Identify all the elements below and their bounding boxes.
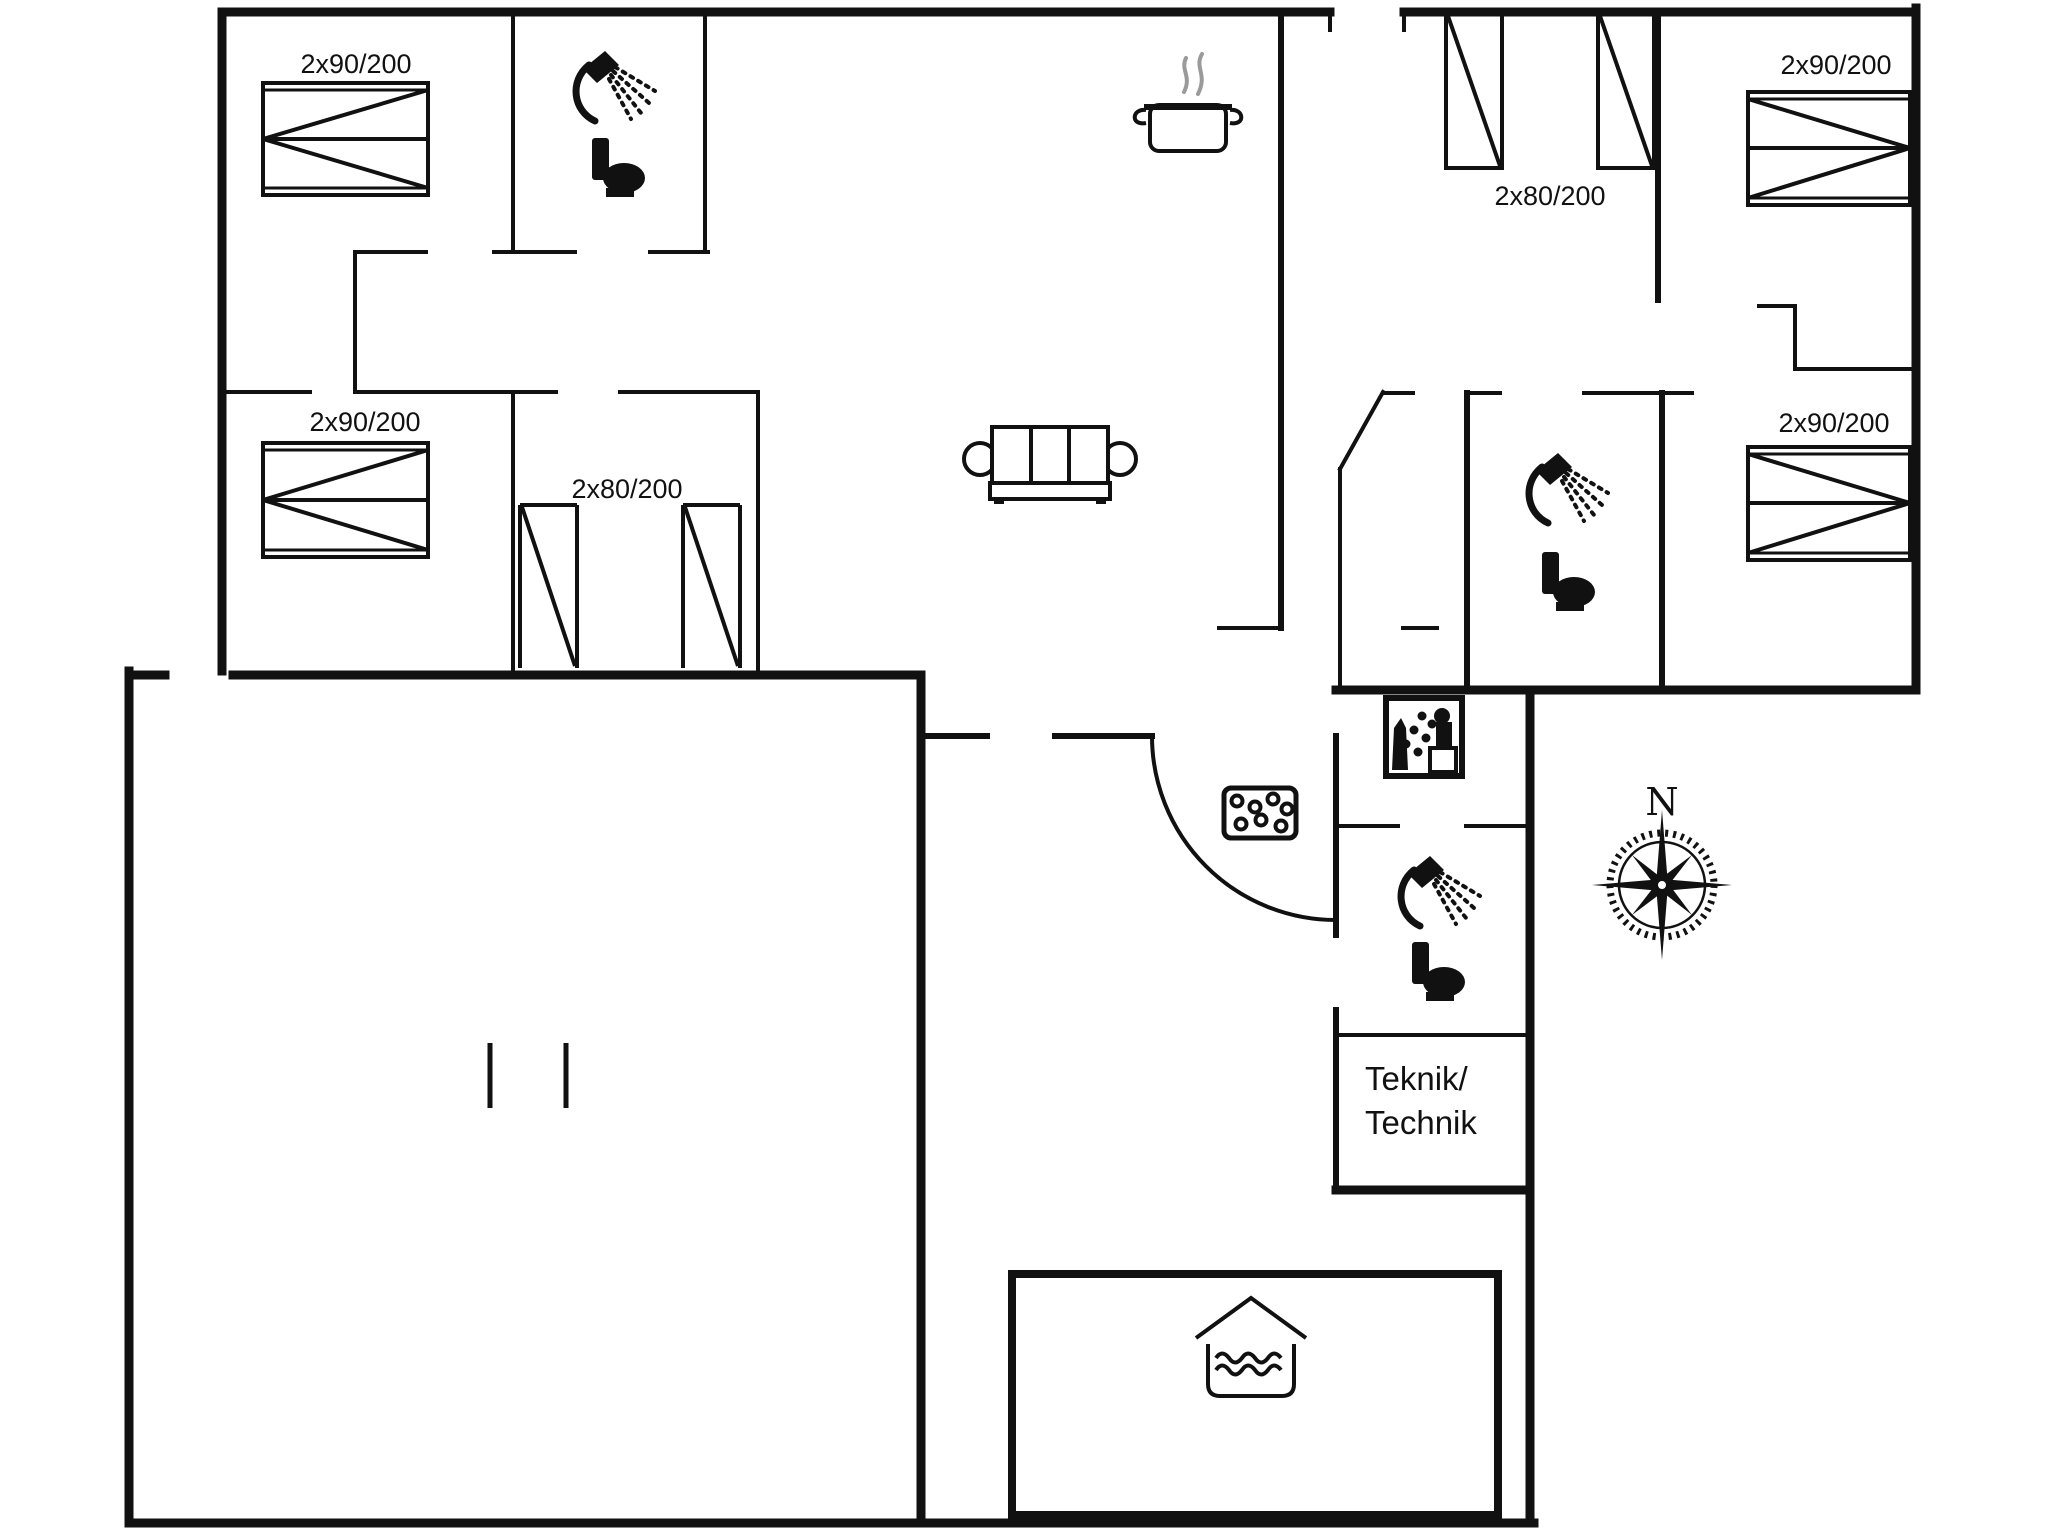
cooking-pot-icon [1132, 52, 1244, 153]
shower-icon-bath2 [1529, 453, 1608, 523]
shower-icon-bath3 [1401, 856, 1480, 926]
bed-size-label-right: 2x90/200 [1778, 408, 1889, 438]
pool-room-outline [1008, 1270, 1502, 1519]
bed-right-icon [1746, 445, 1912, 562]
bed-size-label-mid-left: 2x90/200 [309, 407, 420, 437]
bed-size-label-top-right: 2x90/200 [1780, 50, 1891, 80]
wardrobe-left-2-icon [681, 503, 742, 670]
wardrobe-size-label-entry: 2x80/200 [1494, 181, 1605, 211]
technical-room-label-line1: Teknik/ [1365, 1060, 1469, 1097]
compass-rose-icon [1592, 810, 1732, 960]
bed-mid-left-icon [261, 441, 430, 559]
door-swing-arc-icon [1150, 735, 1337, 922]
wall-bedrooms-right-divider [1757, 304, 1918, 371]
wardrobe-size-label-left: 2x80/200 [571, 474, 682, 504]
wardrobe-entry-2-icon [1596, 12, 1656, 172]
wall-vestibule-angled [1337, 389, 1386, 692]
wardrobe-entry-1-icon [1444, 12, 1504, 172]
technical-room-label-line2: Technik [1365, 1104, 1477, 1141]
hob-icon [1221, 785, 1299, 841]
washing-machine-icon [1383, 695, 1465, 779]
indoor-pool-icon [1194, 1295, 1308, 1398]
sofa-icon [962, 425, 1138, 504]
bed-top-left-icon [261, 81, 430, 197]
toilet-icon-bath1 [592, 138, 645, 197]
bigroom-door-marks [487, 1043, 569, 1108]
toilet-icon-bath3 [1412, 942, 1465, 1001]
toilet-icon-bath2 [1542, 552, 1595, 611]
bed-top-right-icon [1746, 90, 1912, 207]
bed-size-label-top-left: 2x90/200 [300, 49, 411, 79]
compass-north-label: N [1645, 780, 1678, 824]
wardrobe-left-1-icon [518, 503, 579, 670]
walls [124, 3, 1921, 1528]
entrance-door-jambs [1328, 10, 1406, 32]
shower-icon-bath1 [576, 51, 655, 121]
